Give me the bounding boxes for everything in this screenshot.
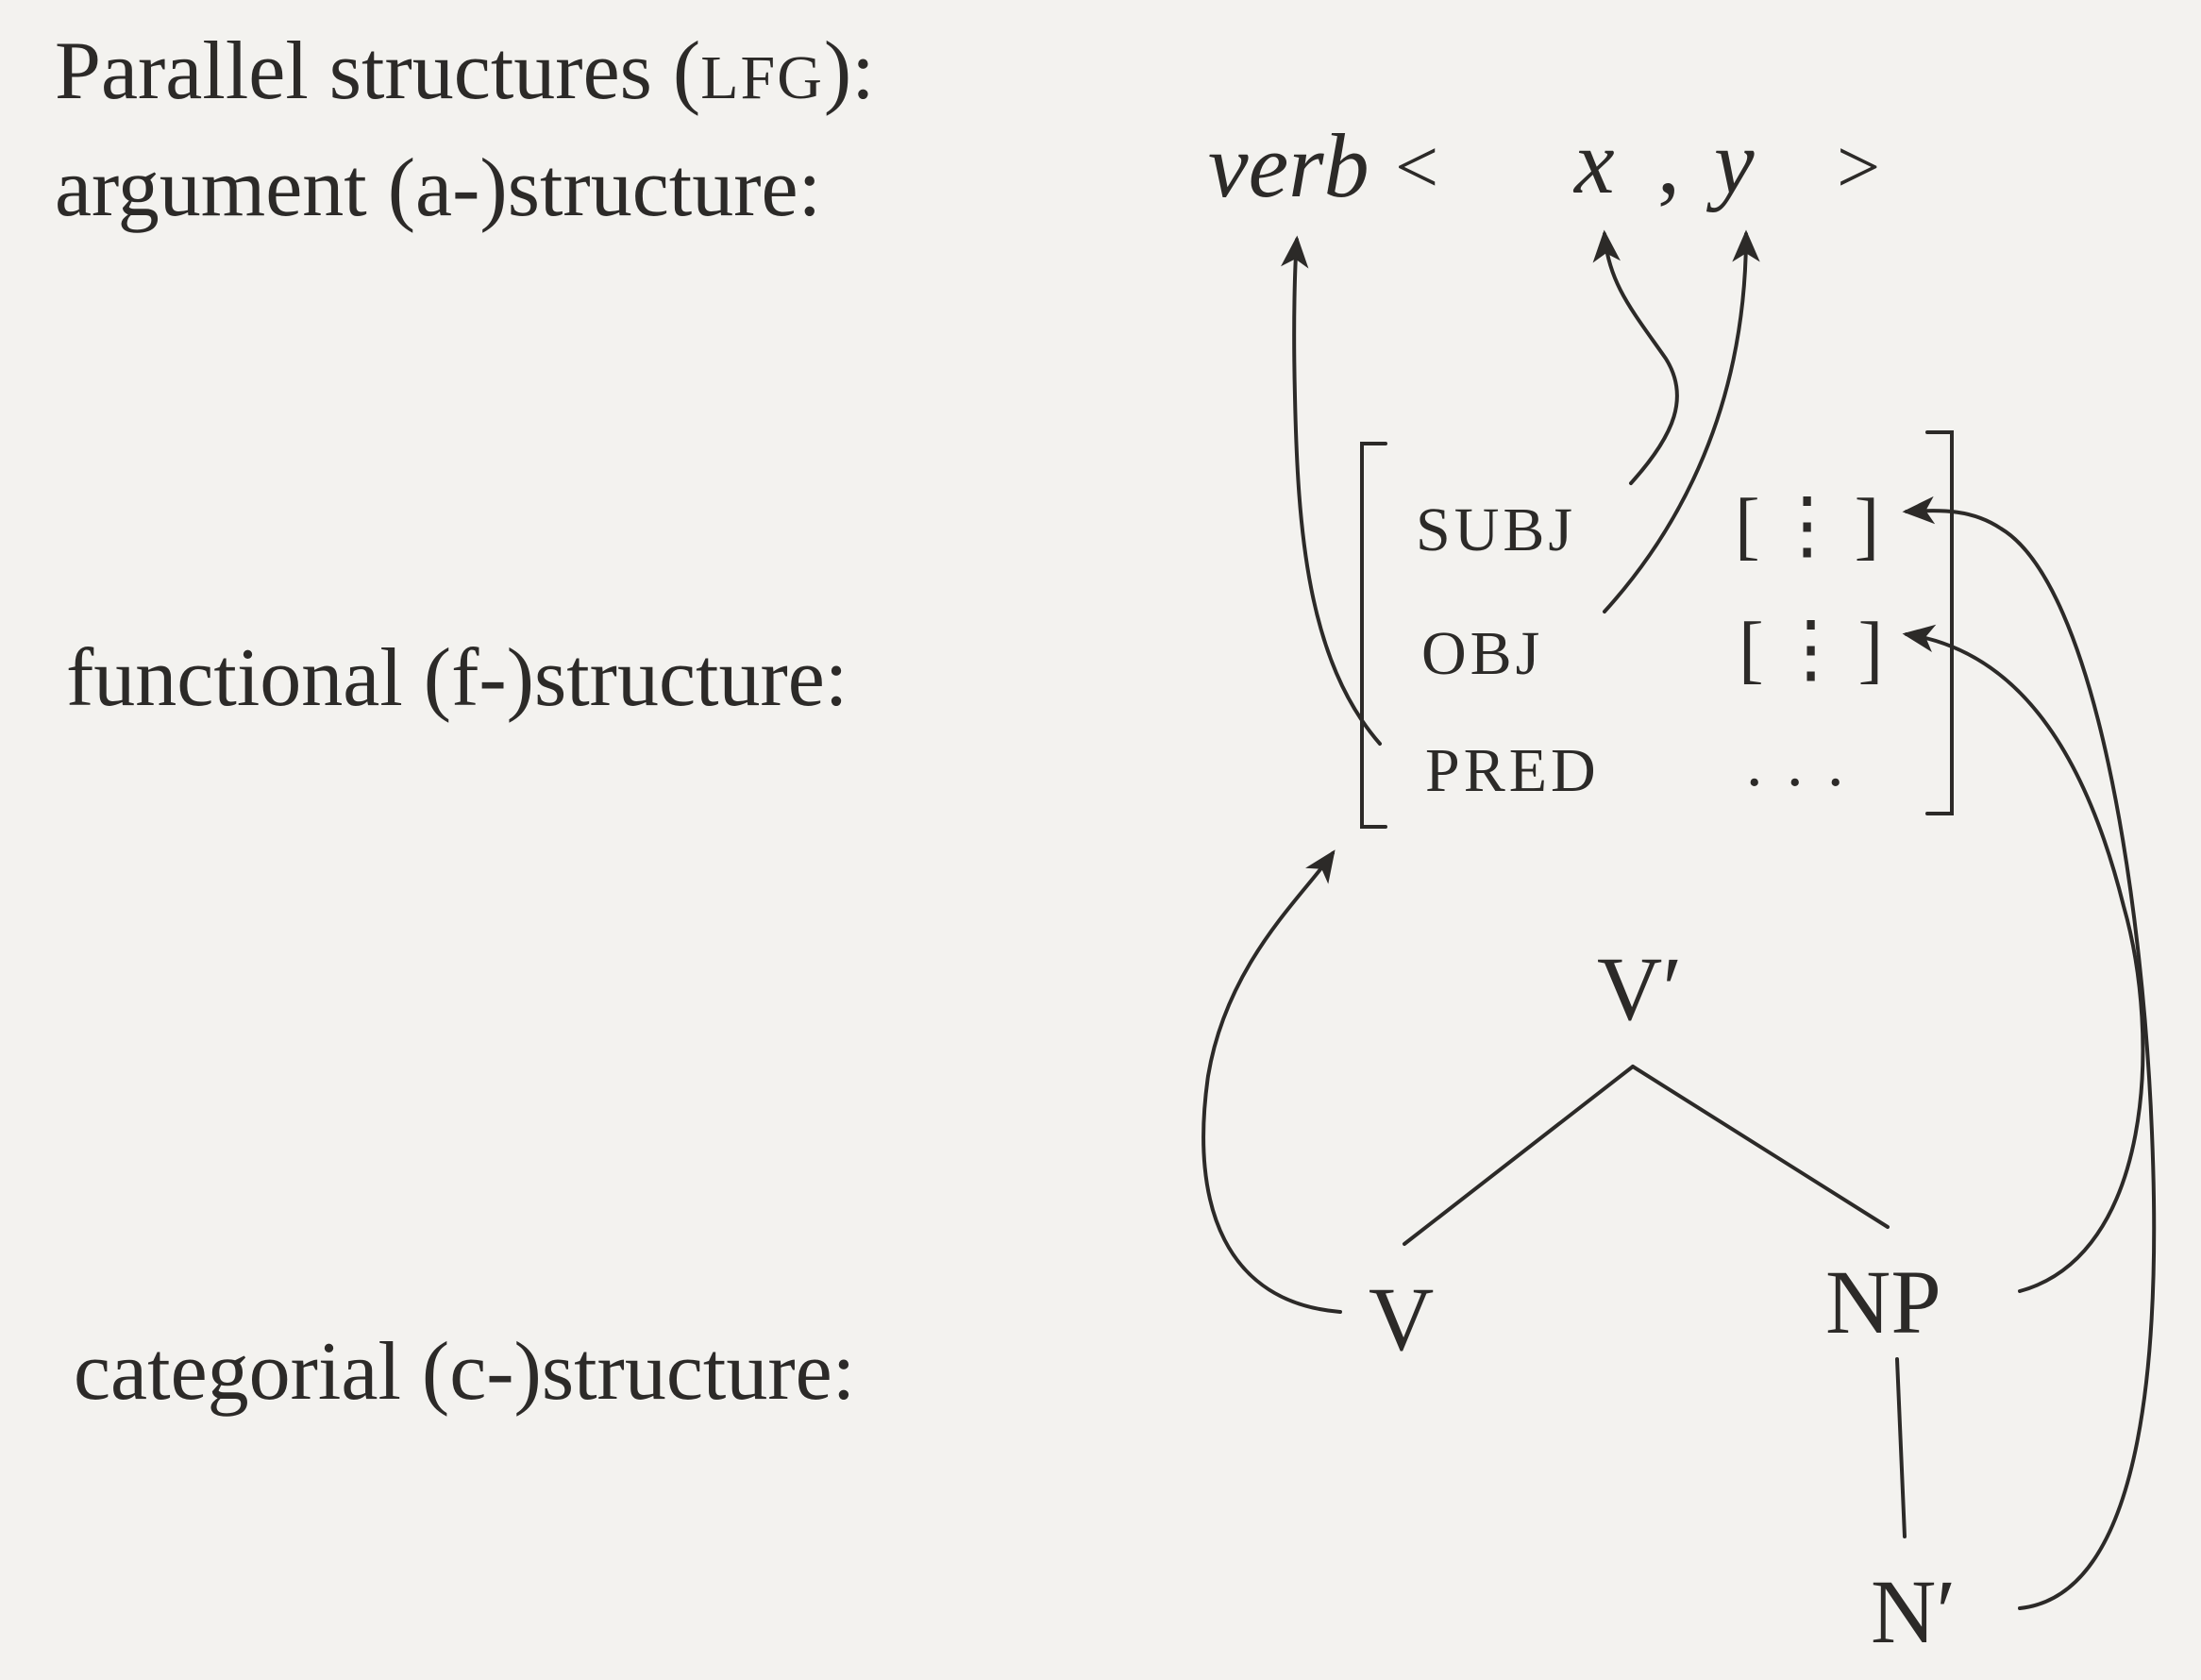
f-structure-value-pred: . . . <box>1746 728 1848 800</box>
f-structure-attr-obj: OBJ <box>1421 619 1543 688</box>
c-structure-root-vbar: V′ <box>1597 938 1682 1039</box>
f-structure-attr-subj: SUBJ <box>1416 496 1576 564</box>
c-structure-label: categorial (c-)structure: <box>74 1326 855 1418</box>
a-structure-open-bracket: < <box>1395 124 1438 210</box>
diagram-heading: Parallel structures (LFG): <box>55 25 875 117</box>
arrow-v-to-fstructure <box>1201 849 1342 1314</box>
heading-text: Parallel structures ( <box>55 25 700 117</box>
tree-edge-vbar-np <box>1631 1065 1890 1229</box>
heading-abbr: LFG <box>700 43 824 112</box>
heading-close: ): <box>824 25 875 117</box>
a-structure-predicate: verb <box>1208 115 1369 216</box>
f-structure-value-obj: [⋮] <box>1739 608 1892 691</box>
f-structure-attr-pred: PRED <box>1425 736 1600 805</box>
f-structure-right-bracket <box>1925 430 1954 815</box>
c-structure-node-nbar: N′ <box>1871 1561 1956 1662</box>
a-structure-arg-x: x <box>1572 111 1615 212</box>
f-structure-label: functional (f-)structure: <box>66 632 848 724</box>
arrow-obj-to-y <box>1603 229 1760 613</box>
a-structure-label: argument (a-)structure: <box>55 143 821 234</box>
a-structure-comma: , <box>1657 111 1680 212</box>
f-structure-value-subj: [⋮] <box>1735 484 1889 567</box>
c-structure-node-v: V <box>1369 1268 1434 1369</box>
arrow-pred-to-verb <box>1281 235 1382 746</box>
a-structure-arg-y: y <box>1705 111 1755 212</box>
f-structure-left-bracket <box>1360 442 1387 829</box>
a-structure-close-bracket: > <box>1837 124 1880 210</box>
arrow-nbar-to-subj <box>1902 496 2157 1610</box>
c-structure-node-np: NP <box>1825 1252 1941 1352</box>
tree-edge-vbar-v <box>1403 1065 1635 1246</box>
tree-edge-np-nbar <box>1895 1357 1907 1538</box>
arrow-np-to-obj <box>1902 624 2145 1293</box>
arrow-subj-to-x <box>1592 229 1679 485</box>
